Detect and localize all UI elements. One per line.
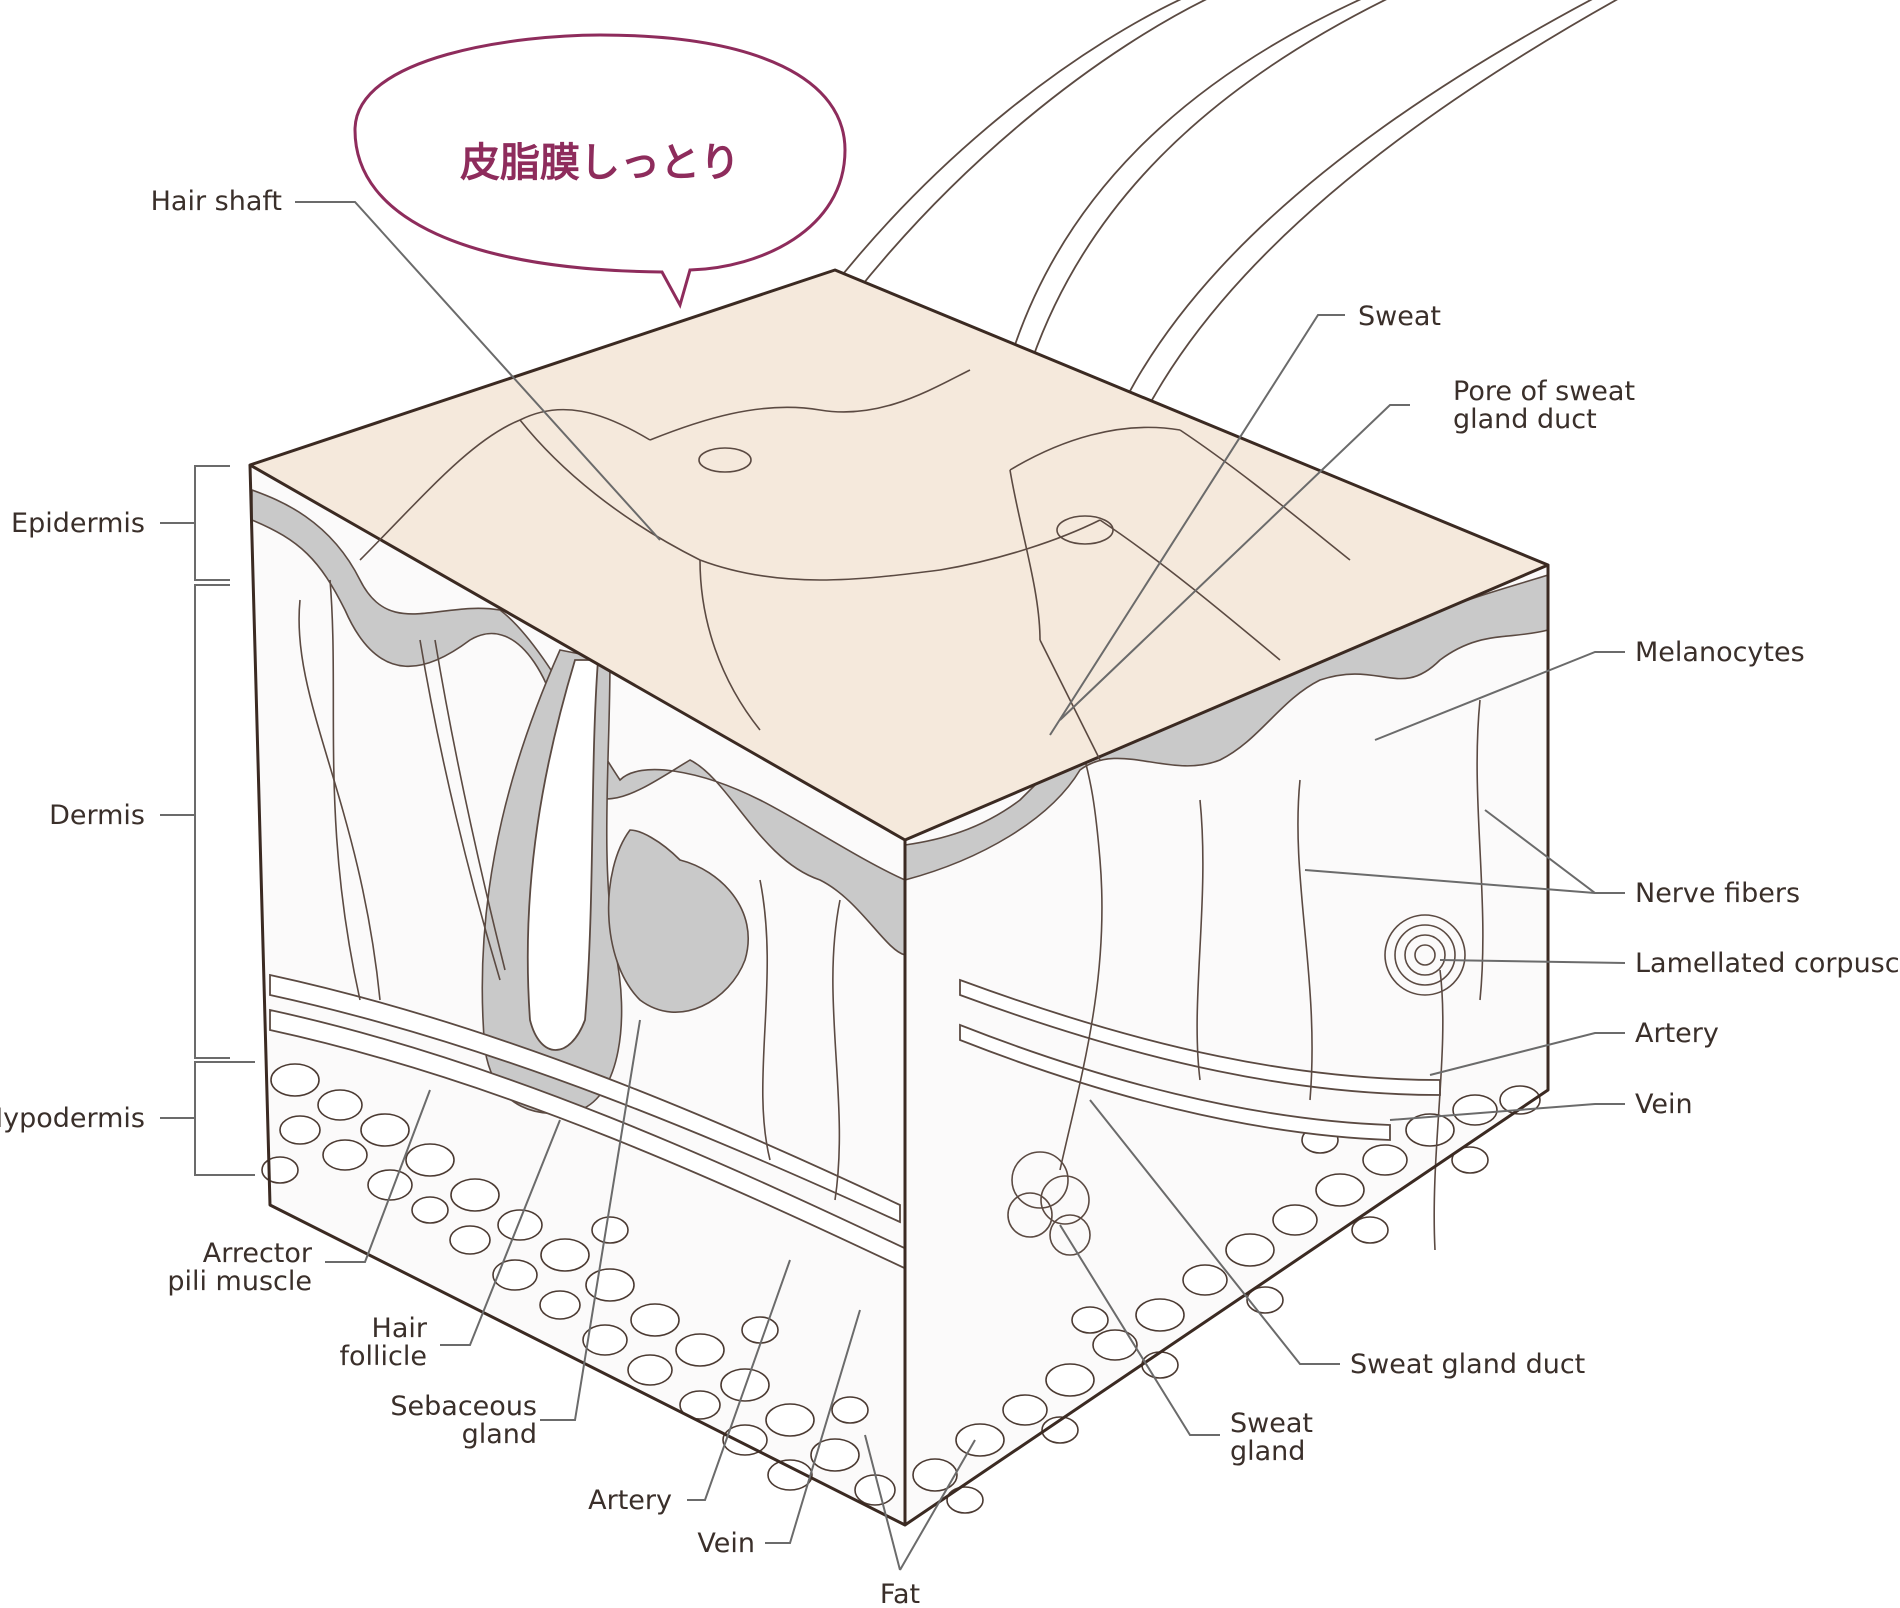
label-artery-right: Artery [1635, 1018, 1719, 1049]
label-melanocytes: Melanocytes [1635, 637, 1805, 668]
label-sweat-gland-line1: Sweat [1230, 1408, 1313, 1439]
label-hair-follicle-line1: Hair [372, 1313, 428, 1344]
label-vein-right: Vein [1635, 1089, 1693, 1120]
leader-lines [295, 201, 1626, 1571]
front-right-face [904, 565, 1549, 1525]
label-sweat-gland-duct: Sweat gland duct [1350, 1349, 1585, 1380]
label-hair-follicle-line2: follicle [340, 1341, 428, 1372]
label-sweat-gland-line2: gland [1230, 1436, 1305, 1467]
fat-cells-left [261, 1063, 896, 1506]
label-pore-line1: Pore of sweat [1453, 376, 1635, 407]
label-sweat: Sweat [1358, 301, 1441, 332]
bubble-text: 皮脂膜しっとり [460, 140, 740, 186]
label-dermis: Dermis [49, 800, 145, 831]
layer-brackets [160, 465, 255, 1176]
label-epidermis: Epidermis [11, 508, 145, 539]
label-arrector-line1: Arrector [203, 1238, 313, 1269]
speech-bubble: 皮脂膜しっとり [353, 33, 847, 309]
labels: Hair shaft Sweat Pore of sweat gland duc… [0, 186, 1900, 1608]
lamellated-corpuscle [1384, 914, 1466, 1251]
label-artery-bottom: Artery [588, 1485, 672, 1516]
label-fat: Fat [880, 1579, 920, 1608]
label-lamellated-corpuscle: Lamellated corpuscle [1635, 948, 1900, 979]
front-left-face [250, 465, 941, 1525]
label-hair-shaft: Hair shaft [151, 186, 282, 217]
label-vein-bottom: Vein [697, 1528, 755, 1559]
sweat-gland-coil [1007, 759, 1103, 1256]
label-pore-line2: gland duct [1453, 404, 1597, 435]
label-arrector-line2: pili muscle [167, 1266, 312, 1297]
cube-outline [248, 464, 1550, 1527]
label-sebaceous-line1: Sebaceous [390, 1391, 537, 1422]
label-sebaceous-line2: gland [462, 1419, 537, 1450]
label-hypodermis: Hypodermis [0, 1103, 145, 1134]
label-nerve-fibers: Nerve fibers [1635, 878, 1800, 909]
